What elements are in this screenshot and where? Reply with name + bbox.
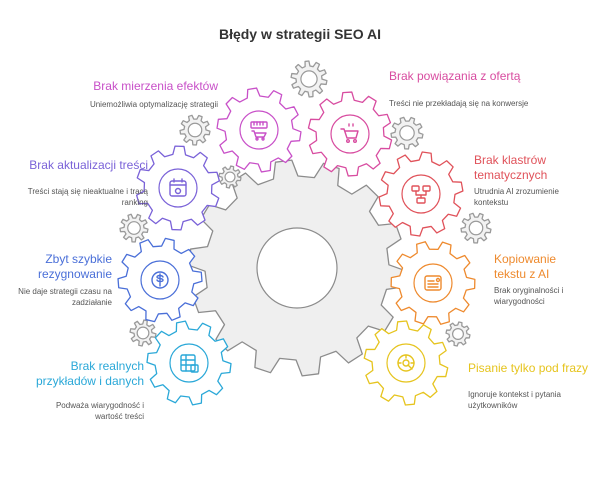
label-desc-1: Treści nie przekładają się na konwersje [389,99,529,108]
small-gear-0 [290,60,328,98]
small-gear-2-hole [224,171,236,183]
search-target-icon [397,354,415,372]
calendar-icon [169,178,187,197]
dollar-refresh-icon [151,271,169,289]
small-gear-6-hole [468,220,484,236]
label-desc-5: Brak oryginalności i wiarygodności [494,286,564,306]
small-gear-7-hole [452,328,465,341]
data-table-icon [180,354,199,373]
label-title-7: Pisanie tylko pod frazy [468,361,589,375]
small-gear-0-hole [300,70,318,88]
label-desc-6: Podważa wiarygodność i wartość treści [55,401,144,421]
label-title-2: Brak aktualizacji treści [29,158,148,172]
center-gear [188,159,406,377]
label-title-5: Kopiowanie tekstu z AI [494,252,557,281]
small-gear-4-hole [136,326,150,340]
ruler-cart-icon [250,121,268,141]
small-gear-3 [119,213,149,243]
small-gear-5-hole [399,125,415,141]
icon-badge-6 [169,343,209,383]
small-gear-4 [129,319,157,347]
icon-badge-1 [330,114,370,154]
small-gear-3-hole [127,221,141,235]
label-desc-4: Nie daje strategii czasu na zadziałanie [18,287,112,307]
label-title-6: Brak realnych przykładów i danych [35,359,144,388]
label-desc-3: Utrudnia AI zrozumienie kontekstu [474,187,559,207]
label-desc-2: Treści stają się nieaktualne i tracą ran… [27,187,148,207]
diagram-title: Błędy w strategii SEO AI [218,26,382,42]
icon-badge-7 [386,343,426,383]
icon-badge-3 [401,174,441,214]
small-gear-7 [445,321,471,347]
icon-badge-5 [413,263,453,303]
small-gear-1-hole [187,122,203,138]
label-desc-7: Ignoruje kontekst i pytania użytkowników [468,390,561,410]
icon-badge-0 [239,110,279,150]
small-gear-2 [218,165,242,189]
small-gear-1 [179,114,211,146]
small-gear-6 [460,212,492,244]
sitemap-icon [411,185,431,204]
label-title-1: Brak powiązania z ofertą [389,69,521,83]
label-title-3: Brak klastrów tematycznych [474,153,548,182]
label-title-0: Brak mierzenia efektów [93,79,218,93]
label-title-4: Zbyt szybkie rezygnowanie [37,252,112,281]
shopping-cart-icon [340,123,359,143]
center-gear-hole [256,227,338,309]
small-gear-5 [390,116,424,150]
label-desc-0: Uniemożliwia optymalizację strategii [89,100,218,109]
document-icon [424,275,442,291]
